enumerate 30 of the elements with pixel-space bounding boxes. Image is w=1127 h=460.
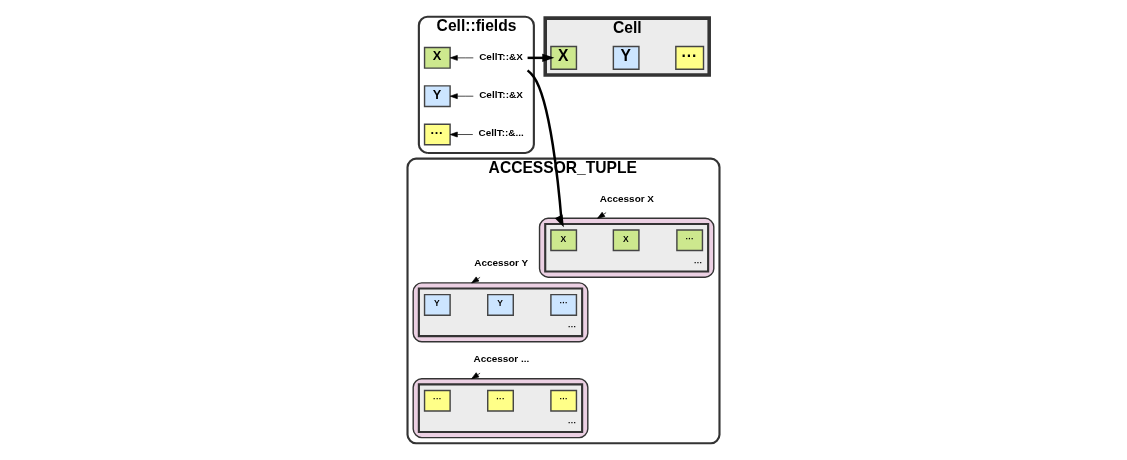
node-box: X xyxy=(423,46,451,69)
node-text: Accessor ... xyxy=(473,353,530,365)
node-box: ··· xyxy=(550,389,578,412)
arrow xyxy=(449,55,474,61)
node-box: ··· xyxy=(423,389,451,412)
node-box: Y xyxy=(487,293,514,316)
node-box: X xyxy=(550,229,578,252)
arrow xyxy=(471,276,481,284)
node-box: ··· xyxy=(487,389,514,412)
cluster xyxy=(538,217,715,278)
node-box: ··· xyxy=(676,229,704,252)
cluster xyxy=(412,378,589,439)
node-text: CellT::&X xyxy=(479,50,523,62)
node-box: ··· xyxy=(423,123,451,146)
node-text: CellT::&X xyxy=(479,89,523,101)
arrow xyxy=(471,372,481,380)
node-box: ··· xyxy=(550,293,578,316)
node-box: Y xyxy=(423,293,451,316)
node-box: ··· xyxy=(675,45,705,70)
node-text: CellT::&... xyxy=(478,127,524,139)
node-box: Y xyxy=(423,85,451,108)
arrow xyxy=(597,211,607,219)
node-box: Y xyxy=(612,45,640,70)
arrow xyxy=(526,69,564,228)
node-text: Accessor X xyxy=(599,192,654,204)
node-box: X xyxy=(550,45,578,70)
node-box: X xyxy=(612,229,640,252)
arrow xyxy=(449,93,474,100)
node-text: Accessor Y xyxy=(474,257,529,269)
arrow xyxy=(449,131,474,138)
